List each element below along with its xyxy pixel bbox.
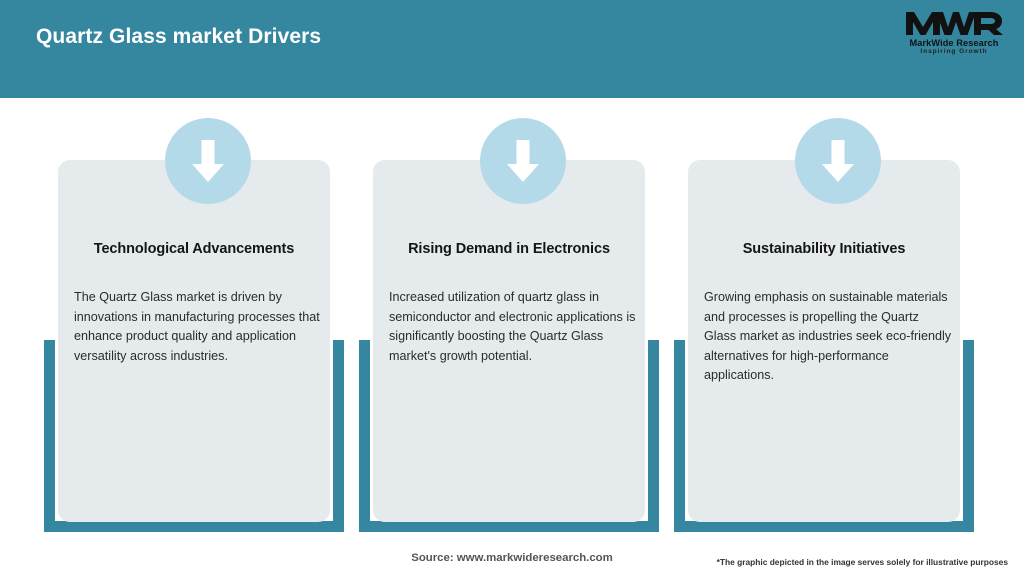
footer-disclaimer: *The graphic depicted in the image serve… (716, 557, 1008, 567)
card-panel: Rising Demand in Electronics Increased u… (373, 118, 645, 522)
card-bracket-accent (44, 340, 344, 532)
card-body-text: The Quartz Glass market is driven by inn… (74, 290, 320, 363)
drivers-card-group: Technological Advancements The Quartz Gl… (0, 98, 1024, 576)
card-bracket-accent (359, 340, 659, 532)
card-panel: Sustainability Initiatives Growing empha… (688, 118, 960, 522)
card-panel: Technological Advancements The Quartz Gl… (58, 118, 330, 522)
brand-logo: MarkWide Research Inspiring Growth (902, 8, 1006, 60)
page-header: Quartz Glass market Drivers MarkWide Res… (0, 0, 1024, 98)
card-bracket-accent (674, 340, 974, 532)
footer-source-label: Source: www.markwideresearch.com (411, 552, 613, 564)
card-title: Technological Advancements (93, 241, 295, 257)
down-arrow-icon (480, 118, 566, 204)
card-body-text: Increased utilization of quartz glass in… (389, 290, 636, 363)
down-arrow-icon (165, 118, 251, 204)
logo-tagline: Inspiring Growth (920, 48, 988, 55)
logo-company-name: MarkWide Research (909, 38, 999, 48)
driver-card-2: Rising Demand in Electronics Increased u… (359, 118, 659, 532)
down-arrow-icon (795, 118, 881, 204)
mwr-logo-mark (906, 12, 1003, 35)
driver-card-1: Technological Advancements The Quartz Gl… (44, 118, 344, 532)
card-title: Rising Demand in Electronics (408, 241, 610, 257)
card-title: Sustainability Initiatives (742, 241, 906, 257)
page-title: Quartz Glass market Drivers (36, 25, 322, 48)
card-body-text: Growing emphasis on sustainable material… (704, 290, 952, 382)
driver-card-3: Sustainability Initiatives Growing empha… (674, 118, 974, 532)
